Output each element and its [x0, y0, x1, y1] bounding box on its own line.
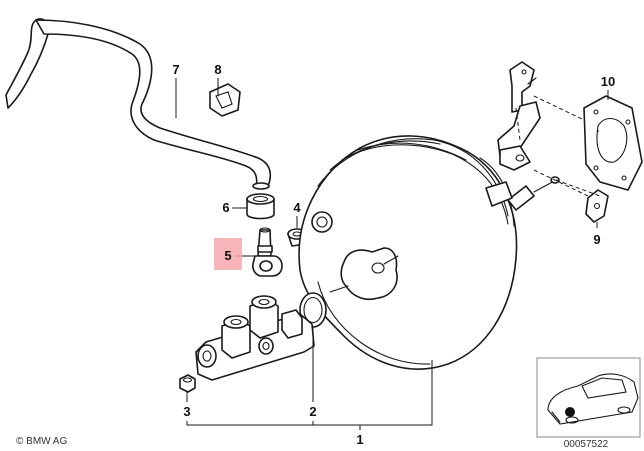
callout-6[interactable]: 6 [222, 200, 229, 215]
vacuum-hose-part-7[interactable] [5, 18, 272, 190]
check-valve-part-5[interactable] [252, 227, 283, 277]
callout-2[interactable]: 2 [309, 404, 316, 419]
car-location-thumbnail[interactable] [536, 357, 641, 438]
clip-part-9[interactable] [585, 189, 609, 223]
callout-1[interactable]: 1 [356, 432, 363, 447]
plug-part-3[interactable] [179, 374, 196, 393]
callout-7[interactable]: 7 [172, 62, 179, 77]
callout-9[interactable]: 9 [593, 232, 600, 247]
callout-5[interactable]: 5 [224, 248, 231, 263]
copyright-text: © BMW AG [16, 436, 67, 447]
diagram-number: 00057522 [564, 439, 609, 450]
gasket-part-10[interactable] [583, 95, 643, 191]
highlight-box [214, 238, 242, 270]
callout-8[interactable]: 8 [214, 62, 221, 77]
leader-lines [175, 78, 609, 430]
callout-4[interactable]: 4 [293, 200, 301, 215]
hose-clamp-part-6[interactable] [246, 193, 275, 220]
location-marker-dot [565, 407, 575, 417]
assembly-lines [515, 95, 601, 197]
brake-booster-part-1[interactable] [298, 135, 560, 370]
master-cylinder[interactable] [195, 295, 315, 381]
callout-3[interactable]: 3 [183, 404, 190, 419]
pedal-bracket[interactable] [497, 61, 541, 171]
clip-part-8[interactable] [209, 83, 241, 117]
callout-10[interactable]: 10 [601, 74, 615, 89]
